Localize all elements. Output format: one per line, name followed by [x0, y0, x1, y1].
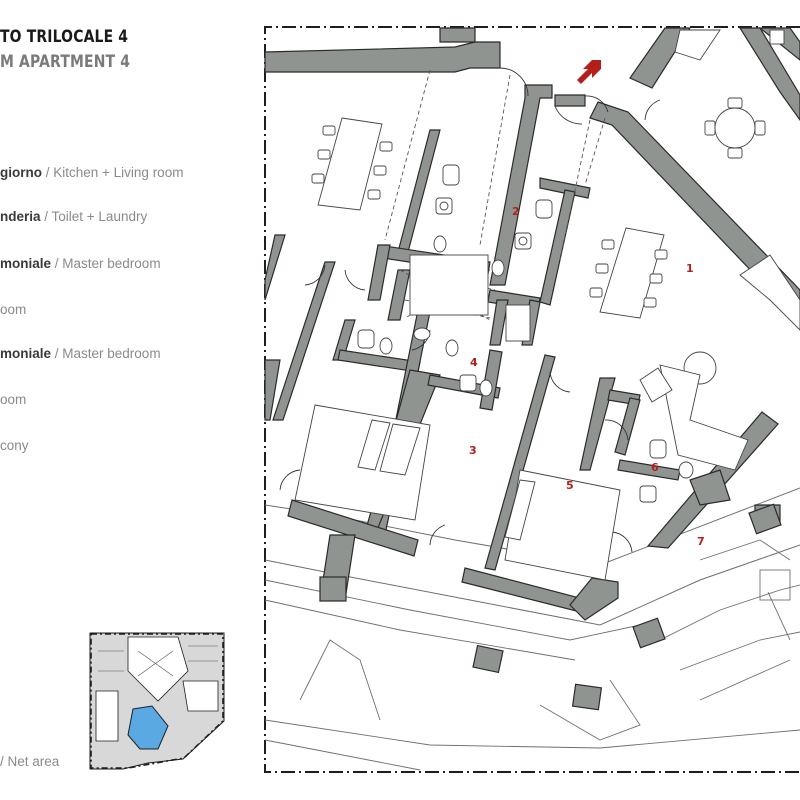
- room-number-4: 4: [470, 356, 478, 369]
- legend-item-1-en: / Kitchen + Living room: [42, 165, 184, 180]
- key-plan-icon: [89, 632, 225, 770]
- legend-item-5-en: / Master bedroom: [51, 346, 161, 361]
- legend-item-3-en: / Master bedroom: [51, 256, 161, 271]
- legend-item-7: cony: [0, 438, 29, 453]
- legend-item-2: nderia / Toilet + Laundry: [0, 209, 147, 224]
- legend-item-5-it: moniale: [0, 346, 52, 361]
- entrance-arrow-icon: [577, 60, 601, 84]
- room-number-5: 5: [566, 479, 574, 492]
- room-number-6: 6: [651, 461, 659, 474]
- legend-item-2-en: / Toilet + Laundry: [40, 209, 148, 224]
- legend-item-7-en: cony: [0, 438, 29, 453]
- sanitary-fixtures: [357, 164, 694, 503]
- legend-item-3: moniale / Master bedroom: [0, 256, 161, 271]
- room-number-7: 7: [697, 535, 705, 548]
- legend-item-4-en: oom: [0, 302, 27, 317]
- door-swings: [279, 67, 661, 553]
- legend-item-6-en: oom: [0, 392, 27, 407]
- furniture: [294, 29, 800, 581]
- room-number-1: 1: [686, 262, 694, 275]
- legend-item-5: moniale / Master bedroom: [0, 346, 161, 361]
- legend-item-3-it: moniale: [0, 256, 52, 271]
- legend-item-4: oom: [0, 302, 26, 317]
- net-area-label: / Net area: [0, 754, 60, 769]
- room-number-2: 2: [512, 205, 520, 218]
- room-number-3: 3: [469, 444, 477, 457]
- legend-item-1: giorno / Kitchen + Living room: [0, 165, 183, 180]
- legend-item-2-it: nderia: [0, 209, 41, 224]
- plan-title: TO TRILOCALE 4: [0, 27, 129, 47]
- room-numbers: 1 2 3 4 5 6 7: [469, 205, 705, 548]
- plan-subtitle: M APARTMENT 4: [0, 52, 131, 72]
- legend-item-1-it: giorno: [0, 165, 42, 180]
- legend-item-6: oom: [0, 392, 26, 407]
